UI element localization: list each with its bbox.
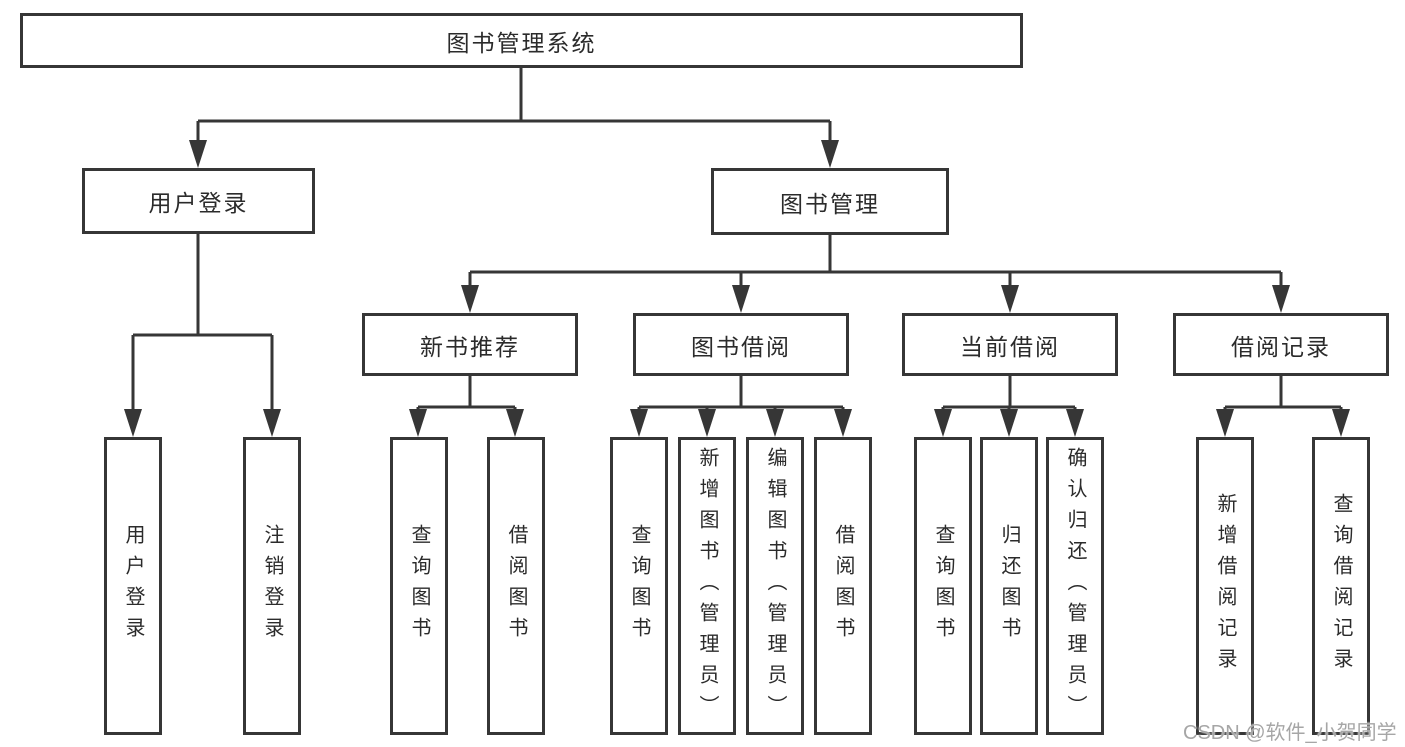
leaf-return-books: 归还图书 [980,437,1038,735]
arrow-down-icon [732,285,750,313]
leaf-add-borrow-record-label: 新增借阅记录 [1214,493,1236,679]
arrow-down-icon [1216,409,1234,437]
leaf-logout: 注销登录 [243,437,301,735]
node-book-management-label: 图书管理 [780,190,880,217]
leaf-return-books-label: 归还图书 [998,524,1020,648]
leaf-query-borrow-record: 查询借阅记录 [1312,437,1370,735]
leaf-add-books-admin-label: 新增图书（管理员） [696,446,718,726]
leaf-recommend-borrow-books-label: 借阅图书 [505,524,527,648]
leaf-current-query-books: 查询图书 [914,437,972,735]
arrow-down-icon [821,140,839,168]
arrow-down-icon [834,409,852,437]
arrow-down-icon [1001,285,1019,313]
arrow-down-icon [698,409,716,437]
leaf-user-login: 用户登录 [104,437,162,735]
leaf-borrowing-query-books: 查询图书 [610,437,668,735]
node-book-borrowing-label: 图书借阅 [691,333,791,360]
node-current-borrowing: 当前借阅 [902,313,1118,376]
node-new-book-recommend-label: 新书推荐 [420,333,520,360]
leaf-add-books-admin: 新增图书（管理员） [678,437,736,735]
leaf-user-login-label: 用户登录 [122,524,144,648]
leaf-borrowing-query-books-label: 查询图书 [628,524,650,648]
watermark: CSDN @软件_小贺同学 [1183,722,1397,744]
node-user-login: 用户登录 [82,168,315,234]
node-book-borrowing: 图书借阅 [633,313,849,376]
arrow-down-icon [409,409,427,437]
arrow-down-icon [1272,285,1290,313]
node-borrowing-records-label: 借阅记录 [1231,333,1331,360]
leaf-confirm-return-admin: 确认归还（管理员） [1046,437,1104,735]
leaf-recommend-query-books-label: 查询图书 [408,524,430,648]
node-root: 图书管理系统 [20,13,1023,68]
arrow-down-icon [766,409,784,437]
arrow-down-icon [934,409,952,437]
arrow-down-icon [263,409,281,437]
leaf-add-borrow-record: 新增借阅记录 [1196,437,1254,735]
node-root-label: 图书管理系统 [446,29,597,56]
leaf-current-query-books-label: 查询图书 [932,524,954,648]
leaf-logout-label: 注销登录 [261,524,283,648]
leaf-confirm-return-admin-label: 确认归还（管理员） [1064,446,1086,726]
leaf-recommend-query-books: 查询图书 [390,437,448,735]
leaf-borrow-books-label: 借阅图书 [832,524,854,648]
leaf-recommend-borrow-books: 借阅图书 [487,437,545,735]
node-current-borrowing-label: 当前借阅 [960,333,1060,360]
node-user-login-label: 用户登录 [148,190,249,216]
arrow-down-icon [124,409,142,437]
leaf-borrow-books: 借阅图书 [814,437,872,735]
arrow-down-icon [1066,409,1084,437]
node-new-book-recommend: 新书推荐 [362,313,578,376]
node-book-management: 图书管理 [711,168,949,235]
leaf-edit-books-admin: 编辑图书（管理员） [746,437,804,735]
node-borrowing-records: 借阅记录 [1173,313,1389,376]
leaf-edit-books-admin-label: 编辑图书（管理员） [764,446,786,726]
arrow-down-icon [1000,409,1018,437]
arrow-down-icon [189,140,207,168]
arrow-down-icon [506,409,524,437]
arrow-down-icon [630,409,648,437]
arrow-down-icon [461,285,479,313]
leaf-query-borrow-record-label: 查询借阅记录 [1330,493,1352,679]
arrow-down-icon [1332,409,1350,437]
